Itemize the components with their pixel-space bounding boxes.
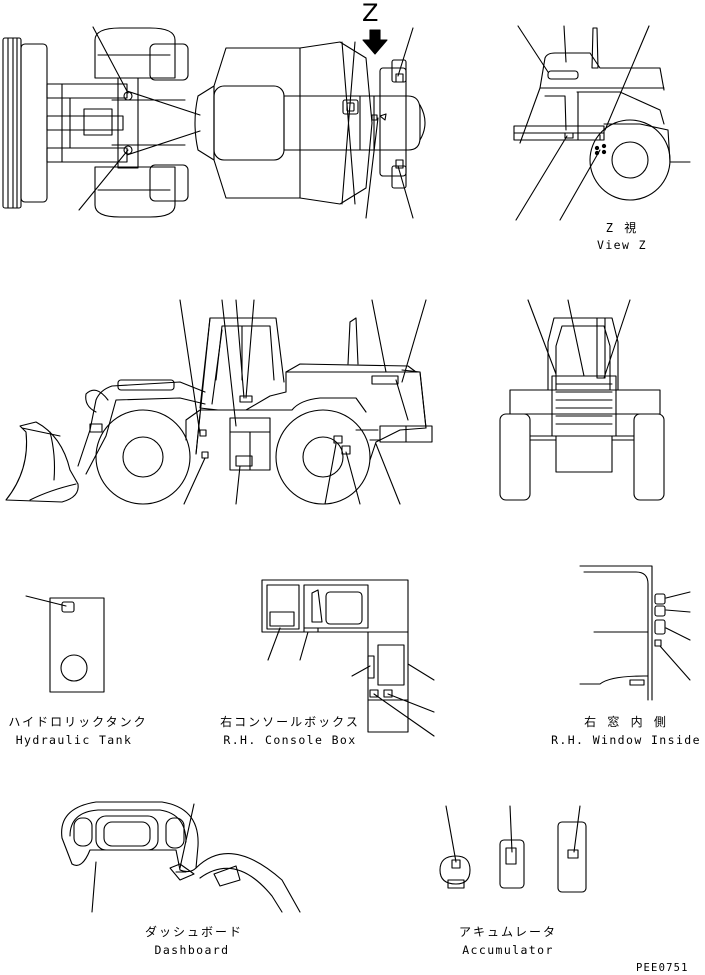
hydraulic-tank-label-en: Hydraulic Tank — [15, 733, 133, 747]
console-box-label-jp: 右コンソールボックス — [220, 715, 360, 729]
dashboard-drawing — [61, 801, 301, 913]
side-view-loader — [5, 299, 433, 505]
accumulator-label-jp: アキュムレータ — [458, 925, 558, 939]
front-view-loader — [499, 299, 665, 501]
view-z-arrow-letter: Z — [362, 0, 379, 27]
dashboard-label-jp: ダッシュボード — [144, 925, 244, 939]
window-inside-label-jp: 右 窓 内 側 — [584, 715, 668, 729]
accumulator-drawing — [439, 805, 587, 893]
console-box-drawing — [261, 579, 435, 737]
window-inside-label-en: R.H. Window Inside — [551, 733, 701, 747]
view-z-label-en: View Z — [597, 238, 647, 252]
top-view-loader — [2, 26, 426, 219]
window-inside-drawing — [579, 565, 691, 701]
console-box-label-en: R.H. Console Box — [223, 733, 357, 747]
hydraulic-tank-drawing — [25, 595, 105, 693]
hydraulic-tank-label-jp: ハイドロリックタンク — [8, 715, 148, 729]
drawing-code: PEE0751 — [636, 962, 689, 974]
view-z-arrow — [362, 29, 388, 55]
view-z-label-jp: Z 視 — [605, 221, 639, 235]
dashboard-label-en: Dashboard — [154, 943, 230, 957]
view-z-drawing — [513, 25, 691, 221]
accumulator-label-en: Accumulator — [462, 943, 554, 957]
